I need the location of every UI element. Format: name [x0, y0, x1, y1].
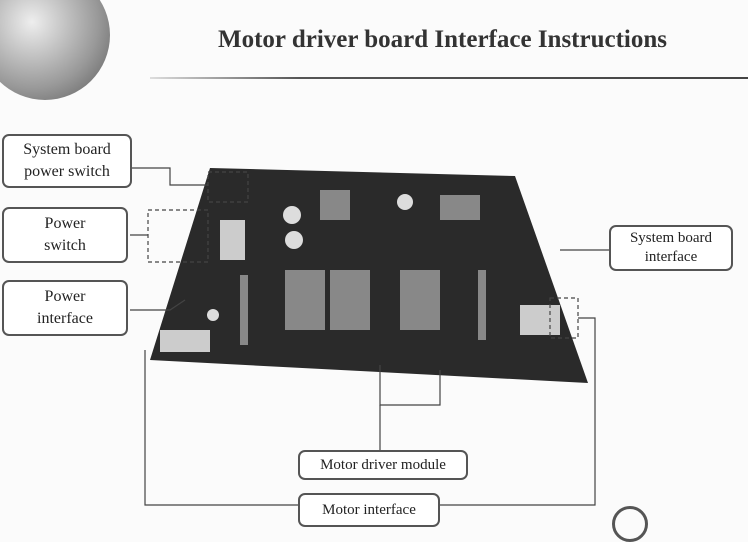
- title-divider: [150, 77, 748, 79]
- label-system-board-power-switch: System board power switch: [2, 134, 132, 188]
- board-diagram: [118, 167, 610, 506]
- label-power-interface: Power interface: [2, 280, 128, 336]
- label-motor-driver-module: Motor driver module: [298, 450, 468, 480]
- page-title: Motor driver board Interface Instruction…: [218, 26, 668, 53]
- label-motor-interface: Motor interface: [298, 493, 440, 527]
- board-components: [160, 190, 560, 352]
- label-power-switch: Power switch: [2, 207, 128, 263]
- company-logo-icon: [612, 506, 648, 542]
- connector-lines: [118, 167, 610, 506]
- label-system-board-interface: System board interface: [609, 225, 733, 271]
